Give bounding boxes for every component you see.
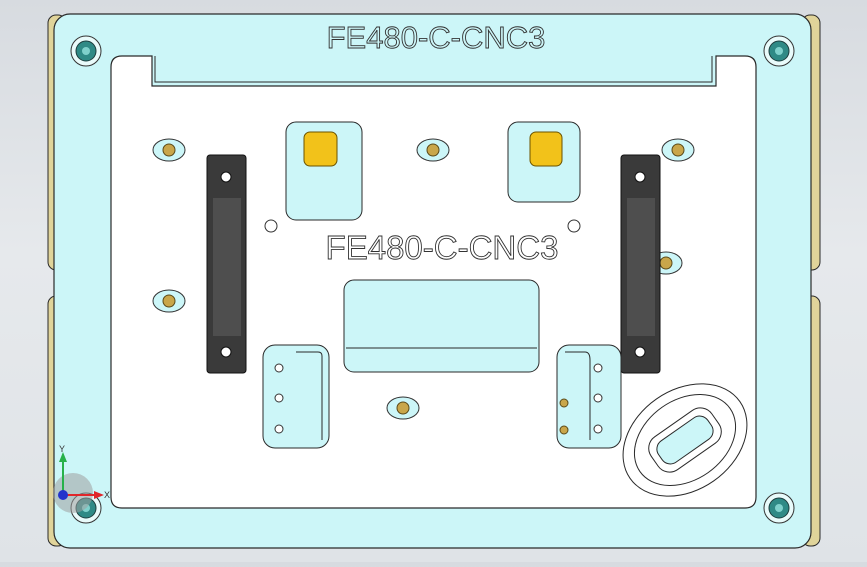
locating-pin-icon — [386, 396, 420, 420]
rotary-clamp — [622, 383, 748, 497]
locating-pin-icon — [416, 138, 450, 162]
center-engraved-label: FE480-C-CNC3 — [326, 229, 559, 266]
left-handle — [206, 154, 247, 374]
locating-pin-icon — [152, 289, 186, 313]
corner-screw-icon — [763, 492, 795, 524]
corner-screw-icon — [763, 35, 795, 67]
axis-y-label: Y — [59, 444, 65, 454]
fixture-block-right — [556, 344, 622, 449]
dowel-hole-icon — [567, 219, 581, 233]
dowel-hole-icon — [264, 219, 278, 233]
right-handle — [620, 154, 661, 374]
clamp-block-right — [507, 121, 581, 203]
corner-screw-icon — [70, 35, 102, 67]
locating-pin-icon — [152, 138, 186, 162]
fixture-block-left — [262, 344, 330, 449]
center-pocket — [343, 279, 540, 373]
top-engraved-label: FE480-C-CNC3 — [327, 20, 546, 55]
clamp-block-left — [285, 121, 363, 221]
coordinate-triad: Y X — [53, 444, 110, 513]
locating-pin-icon — [661, 138, 695, 162]
axis-x-label: X — [104, 490, 110, 500]
